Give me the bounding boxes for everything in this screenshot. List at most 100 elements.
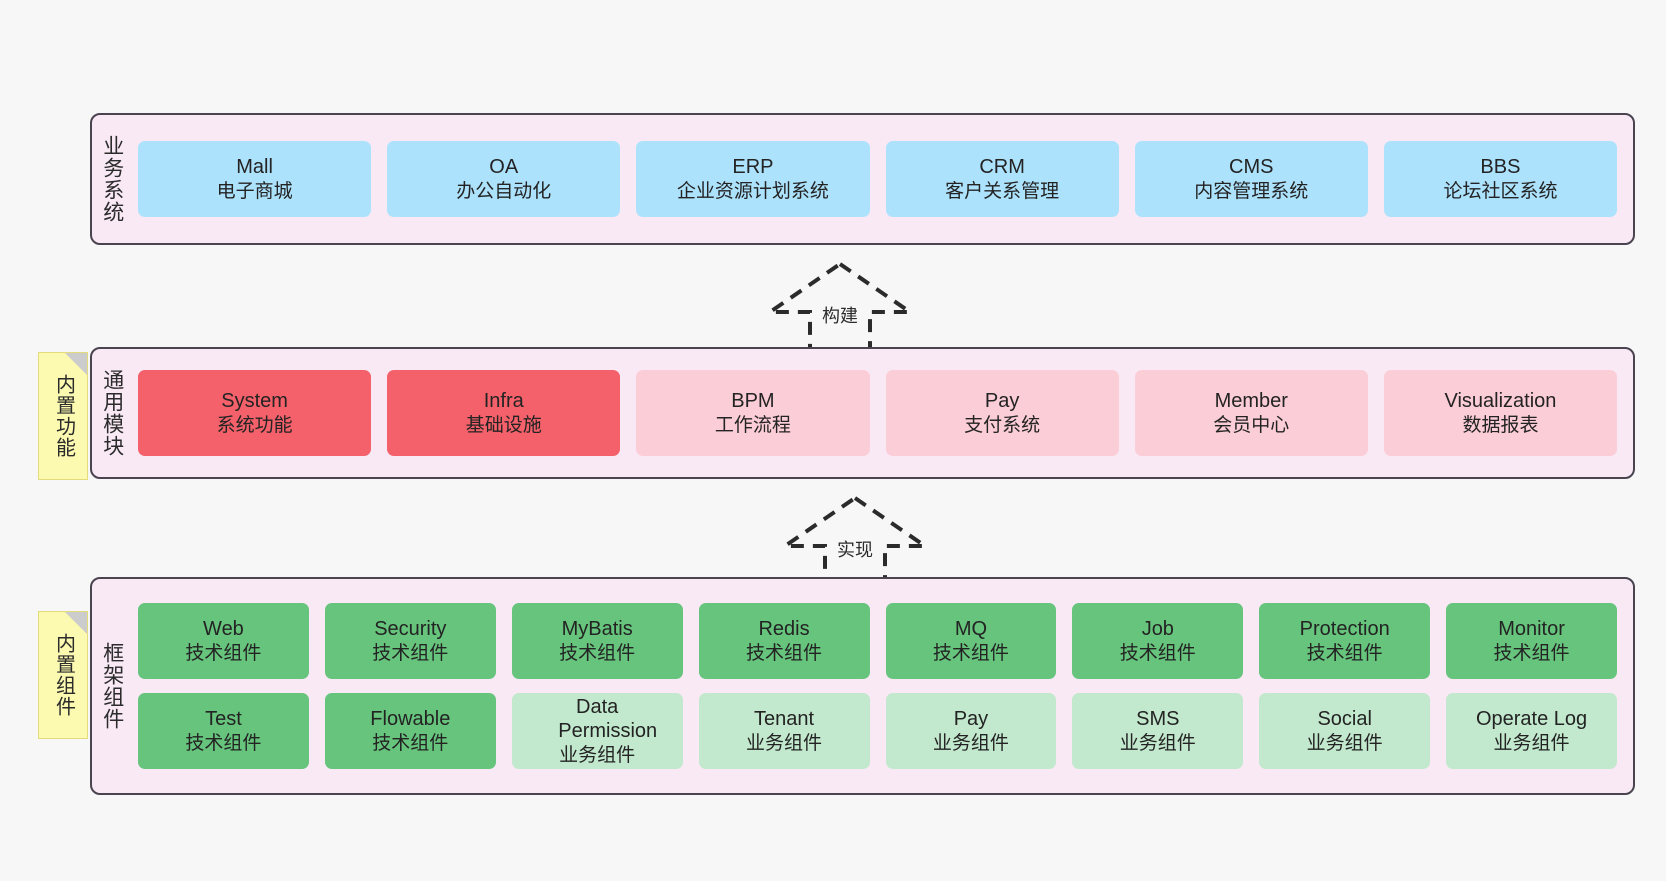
card-title-cn: 业务组件 <box>1119 732 1196 754</box>
card-title-en: Pay <box>984 390 1020 413</box>
card-title-en: Web <box>203 618 244 641</box>
card-crm[interactable]: CRM 客户关系管理 <box>885 141 1119 217</box>
card-title-cn: 系统功能 <box>216 414 293 436</box>
connector-implement-label: 实现 <box>837 540 873 560</box>
card-erp[interactable]: ERP 企业资源计划系统 <box>636 141 870 217</box>
card-mybatis[interactable]: MyBatis 技术组件 <box>511 603 683 679</box>
card-infra[interactable]: Infra 基础设施 <box>387 370 621 456</box>
sticky-note-label: 内置功能 <box>52 374 75 458</box>
card-title-en: Infra <box>483 390 524 413</box>
card-social[interactable]: Social 业务组件 <box>1259 693 1431 769</box>
card-title-cn: 企业资源计划系统 <box>676 180 829 202</box>
card-flowable[interactable]: Flowable 技术组件 <box>324 693 496 769</box>
card-title-en: Mall <box>236 156 273 179</box>
card-title-cn: 技术组件 <box>372 732 449 754</box>
card-title-en: CMS <box>1229 156 1274 179</box>
card-title-en: Job <box>1141 618 1174 641</box>
card-data-permission[interactable]: Data Permission 业务组件 <box>511 693 683 769</box>
card-title-cn: 电子商城 <box>216 180 293 202</box>
card-title-en: Pay <box>953 708 989 731</box>
card-redis[interactable]: Redis 技术组件 <box>698 603 870 679</box>
card-title-en: SMS <box>1136 708 1180 731</box>
card-title-en: OA <box>489 156 519 179</box>
card-protection[interactable]: Protection 技术组件 <box>1259 603 1431 679</box>
card-title-en: MyBatis <box>561 618 633 641</box>
card-title-en: BBS <box>1480 156 1521 179</box>
card-pay[interactable]: Pay 支付系统 <box>885 370 1119 456</box>
card-title-cn: 业务组件 <box>932 732 1009 754</box>
card-title-cn: 业务组件 <box>746 732 823 754</box>
card-title-cn: 技术组件 <box>1119 642 1196 664</box>
card-title-cn: 数据报表 <box>1462 414 1539 436</box>
card-oa[interactable]: OA 办公自动化 <box>387 141 621 217</box>
card-title-en: CRM <box>979 156 1025 179</box>
card-title-cn: 技术组件 <box>1493 642 1570 664</box>
card-title-en: Redis <box>758 618 810 641</box>
card-title-cn: 技术组件 <box>185 642 262 664</box>
card-title-en: Member <box>1214 390 1288 413</box>
layer-title-business-systems: 业务系统 <box>100 135 124 223</box>
card-pay-component[interactable]: Pay 业务组件 <box>885 693 1057 769</box>
card-title-en: Monitor <box>1498 618 1565 641</box>
layer-title-common-modules: 通用模块 <box>100 369 124 457</box>
card-title-cn: 工作流程 <box>714 414 791 436</box>
card-bbs[interactable]: BBS 论坛社区系统 <box>1383 141 1618 217</box>
connector-build-label: 构建 <box>822 306 858 326</box>
layer-framework-components: 框架组件 Web 技术组件 Security 技术组件 MyBatis 技术组件… <box>90 577 1635 795</box>
card-title-en: Tenant <box>754 708 815 731</box>
card-title-cn: 技术组件 <box>932 642 1009 664</box>
card-mall[interactable]: Mall 电子商城 <box>138 141 372 217</box>
card-title-en: Test <box>205 708 242 731</box>
layer-common-modules: 通用模块 System 系统功能 Infra 基础设施 BPM 工作流程 Pay… <box>90 347 1635 479</box>
card-title-en: Protection <box>1299 618 1390 641</box>
card-title-cn: 技术组件 <box>185 732 262 754</box>
card-title-cn: 技术组件 <box>372 642 449 664</box>
card-title-cn: 技术组件 <box>559 642 636 664</box>
card-title-en: BPM <box>731 390 775 413</box>
card-row: System 系统功能 Infra 基础设施 BPM 工作流程 Pay 支付系统… <box>138 370 1618 456</box>
card-job[interactable]: Job 技术组件 <box>1072 603 1244 679</box>
card-title-en: Social <box>1317 708 1372 731</box>
card-sms[interactable]: SMS 业务组件 <box>1072 693 1244 769</box>
card-title-en: Data Permission <box>558 696 658 743</box>
card-title-cn: 技术组件 <box>746 642 823 664</box>
card-title-cn: 内容管理系统 <box>1194 180 1309 202</box>
card-tenant[interactable]: Tenant 业务组件 <box>698 693 870 769</box>
layer-body-common-modules: System 系统功能 Infra 基础设施 BPM 工作流程 Pay 支付系统… <box>132 349 1633 477</box>
sticky-note-label: 内置组件 <box>52 633 75 717</box>
card-member[interactable]: Member 会员中心 <box>1134 370 1368 456</box>
card-title-cn: 支付系统 <box>964 414 1041 436</box>
card-title-cn: 论坛社区系统 <box>1443 180 1558 202</box>
card-title-en: Operate Log <box>1475 708 1588 731</box>
card-test[interactable]: Test 技术组件 <box>138 693 309 769</box>
card-bpm[interactable]: BPM 工作流程 <box>636 370 870 456</box>
card-title-en: Visualization <box>1444 390 1557 413</box>
card-cms[interactable]: CMS 内容管理系统 <box>1134 141 1368 217</box>
card-monitor[interactable]: Monitor 技术组件 <box>1446 603 1617 679</box>
card-mq[interactable]: MQ 技术组件 <box>885 603 1057 679</box>
card-row: Web 技术组件 Security 技术组件 MyBatis 技术组件 Redi… <box>138 603 1617 679</box>
card-system[interactable]: System 系统功能 <box>138 370 372 456</box>
card-title-cn: 业务组件 <box>1493 732 1570 754</box>
card-title-en: Security <box>374 618 447 641</box>
card-web[interactable]: Web 技术组件 <box>138 603 309 679</box>
card-title-cn: 办公自动化 <box>456 180 552 202</box>
sticky-note-builtin-components: 内置组件 <box>38 611 88 739</box>
card-security[interactable]: Security 技术组件 <box>324 603 496 679</box>
card-row: Test 技术组件 Flowable 技术组件 Data Permission … <box>138 693 1617 769</box>
card-title-cn: 基础设施 <box>465 414 542 436</box>
card-title-cn: 技术组件 <box>1306 642 1383 664</box>
connector-implement: 实现 <box>775 492 935 592</box>
sticky-note-builtin-functions: 内置功能 <box>38 352 88 480</box>
layer-title-framework-components: 框架组件 <box>100 642 124 730</box>
layer-business-systems: 业务系统 Mall 电子商城 OA 办公自动化 ERP 企业资源计划系统 CRM… <box>90 113 1635 245</box>
card-title-en: ERP <box>732 156 774 179</box>
card-title-en: MQ <box>954 618 988 641</box>
card-title-cn: 客户关系管理 <box>945 180 1060 202</box>
connector-build: 构建 <box>760 258 920 358</box>
card-visualization[interactable]: Visualization 数据报表 <box>1383 370 1618 456</box>
card-operate-log[interactable]: Operate Log 业务组件 <box>1446 693 1617 769</box>
layer-body-framework-components: Web 技术组件 Security 技术组件 MyBatis 技术组件 Redi… <box>132 579 1633 793</box>
card-title-cn: 业务组件 <box>559 744 636 766</box>
layer-body-business-systems: Mall 电子商城 OA 办公自动化 ERP 企业资源计划系统 CRM 客户关系… <box>132 115 1633 243</box>
